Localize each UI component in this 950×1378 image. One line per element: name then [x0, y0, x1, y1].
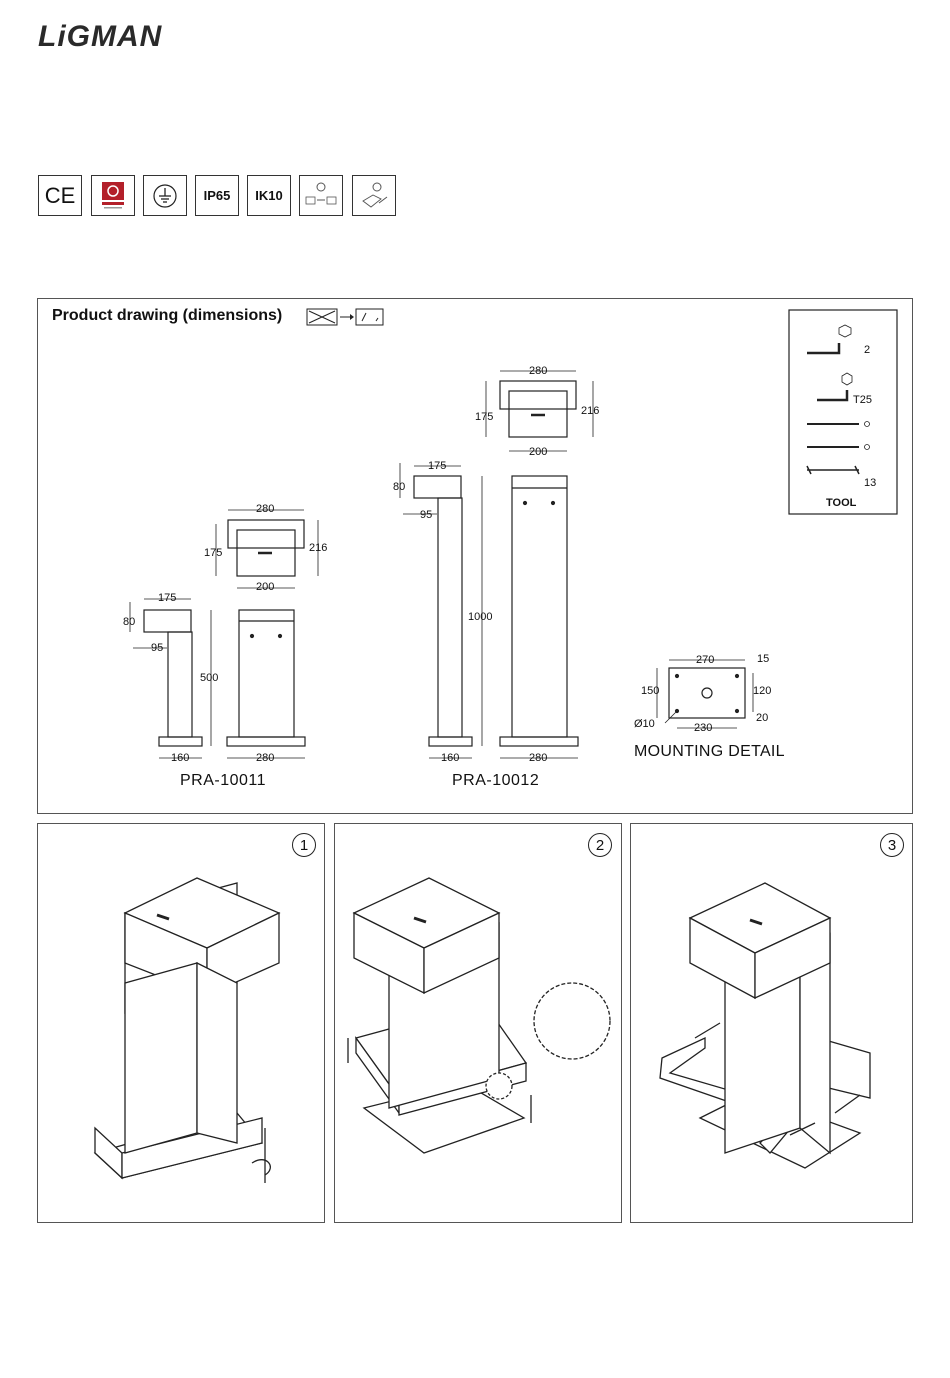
dimension-drawings [37, 298, 913, 814]
dim-label: 216 [581, 405, 599, 417]
dim-label: 280 [256, 503, 274, 515]
dim-label: 15 [757, 653, 769, 665]
dim-label: 270 [696, 654, 714, 666]
dim-label: 20 [756, 712, 768, 724]
installer-tools-icon [352, 175, 396, 216]
installer-icon [299, 175, 343, 216]
ce-mark-icon: CE [38, 175, 82, 216]
ip65-badge: IP65 [195, 175, 239, 216]
dim-label: 80 [123, 616, 135, 628]
dim-label: 500 [200, 672, 218, 684]
mounting-detail-label: MOUNTING DETAIL [634, 743, 785, 761]
dim-label: 175 [204, 547, 222, 559]
tool-size: 2 [864, 344, 870, 356]
tool-size: T25 [853, 394, 872, 406]
step-1-illustration [37, 823, 325, 1223]
dim-label: 200 [529, 446, 547, 458]
dim-label: 120 [753, 685, 771, 697]
dim-label: 175 [475, 411, 493, 423]
model-label-large: PRA-10012 [452, 772, 539, 790]
model-label-small: PRA-10011 [180, 772, 266, 790]
dim-label: 160 [441, 752, 459, 764]
tool-size: 13 [864, 477, 876, 489]
dim-label: 150 [641, 685, 659, 697]
dim-label: Ø10 [634, 718, 655, 730]
dim-label: 280 [529, 365, 547, 377]
brand-logo: LiGMAN [38, 20, 162, 54]
earth-ground-icon [143, 175, 187, 216]
dim-label: 280 [529, 752, 547, 764]
dim-label: 175 [158, 592, 176, 604]
dim-label: 230 [694, 722, 712, 734]
step-3-illustration [630, 823, 913, 1223]
tool-label: TOOL [826, 497, 856, 509]
dim-label: 280 [256, 752, 274, 764]
step-2-illustration [334, 823, 622, 1223]
quality-badge-icon [91, 175, 135, 216]
dim-label: 1000 [468, 611, 492, 623]
dim-label: 95 [151, 642, 163, 654]
dim-label: 80 [393, 481, 405, 493]
dim-label: 175 [428, 460, 446, 472]
dim-label: 95 [420, 509, 432, 521]
dim-label: 200 [256, 581, 274, 593]
dim-label: 160 [171, 752, 189, 764]
ik10-badge: IK10 [247, 175, 291, 216]
dim-label: 216 [309, 542, 327, 554]
